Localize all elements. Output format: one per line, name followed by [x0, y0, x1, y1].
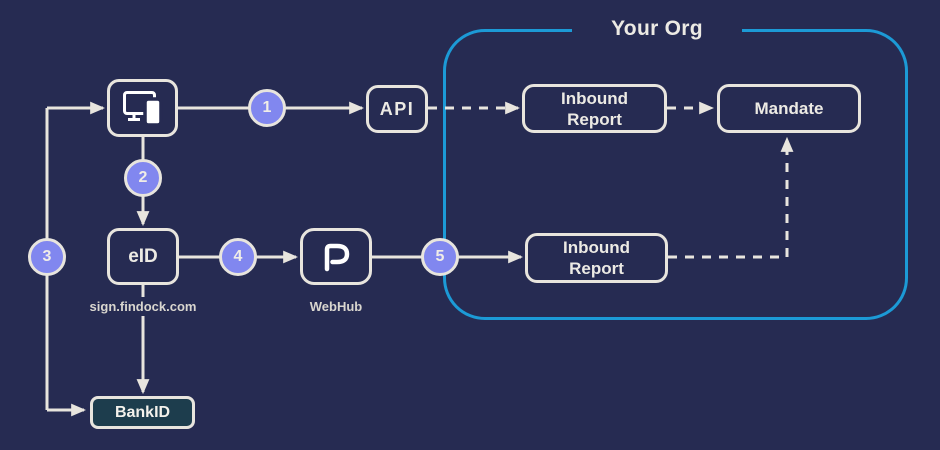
edge-inbound-report-to-mandate-up	[668, 136, 794, 259]
node-mandate: Mandate	[717, 84, 861, 133]
node-payer-device	[107, 79, 178, 137]
node-api: API	[366, 85, 428, 133]
device-monitor-phone-icon	[122, 91, 163, 127]
node-inbound-report-bottom: Inbound Report	[525, 233, 668, 283]
node-inbound-report-top: Inbound Report	[522, 84, 667, 133]
step-badge-5: 5	[421, 238, 459, 276]
node-eid: eID	[107, 228, 179, 285]
step-badge-1: 1	[248, 89, 286, 127]
node-webhub	[300, 228, 372, 285]
findock-logo-icon	[324, 243, 350, 271]
step-badge-2: 2	[124, 159, 162, 197]
step-badge-3: 3	[28, 238, 66, 276]
step-badge-4: 4	[219, 238, 257, 276]
node-bankid: BankID	[90, 396, 195, 429]
your-org-title: Your Org	[572, 14, 742, 44]
webhub-caption: WebHub	[286, 297, 386, 316]
eid-caption: sign.findock.com	[63, 297, 223, 316]
